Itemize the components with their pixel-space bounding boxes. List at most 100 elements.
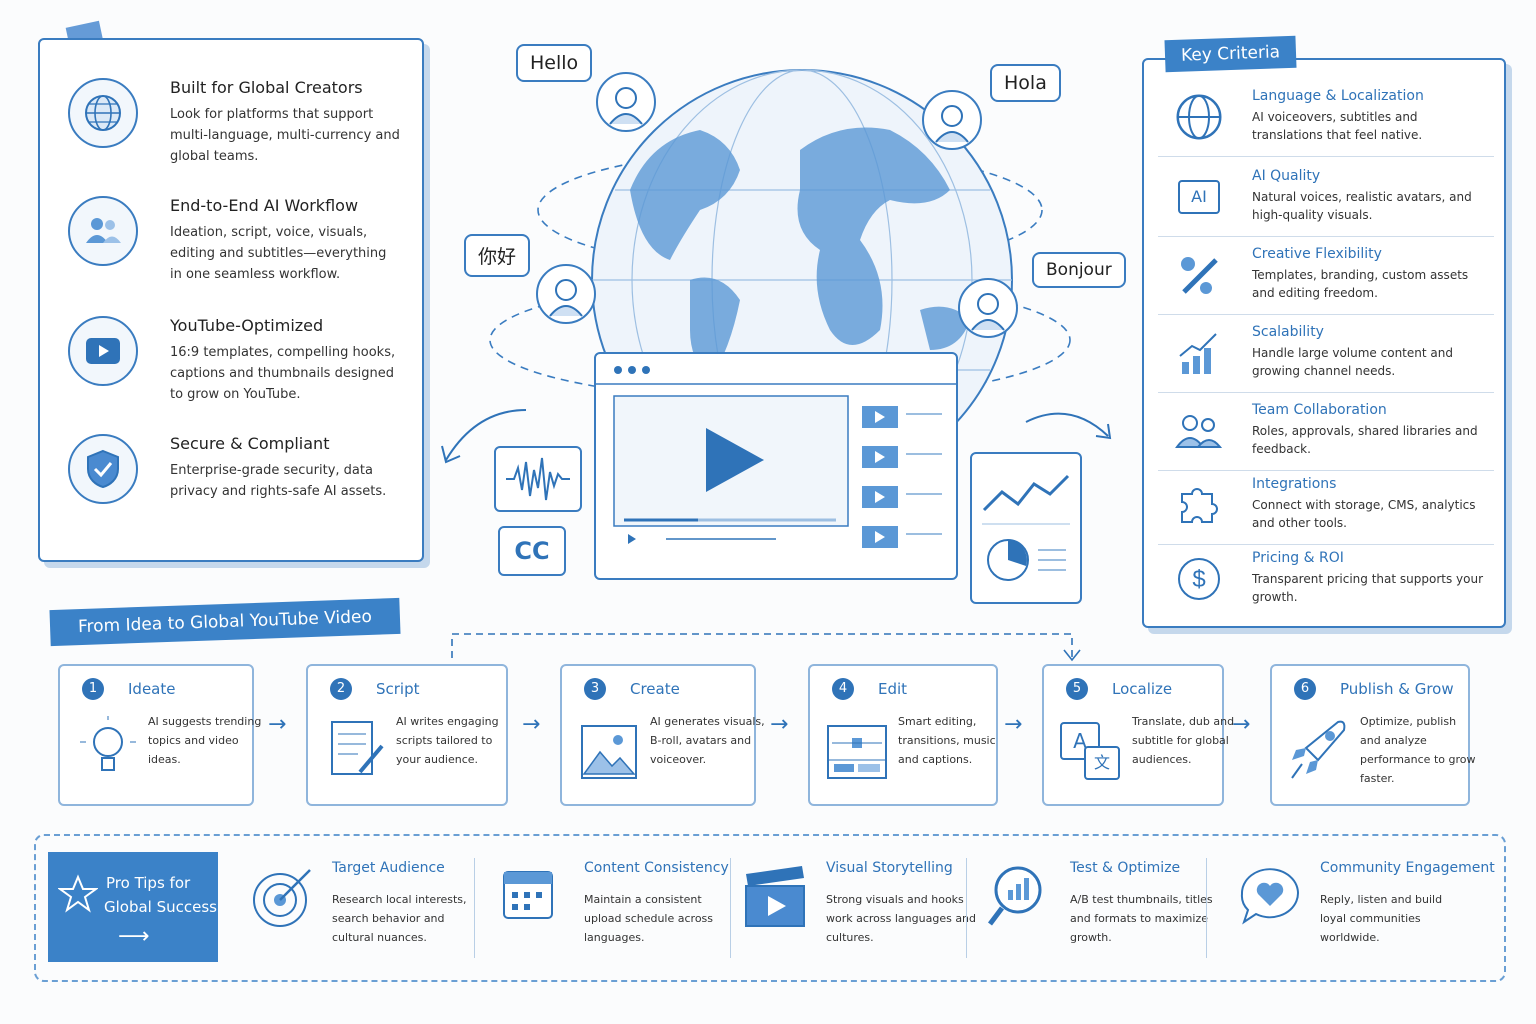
feature-title: Secure & Compliant xyxy=(170,434,330,453)
workflow-title: From Idea to Global YouTube Video xyxy=(49,597,401,647)
avatar-pin-man xyxy=(922,90,982,150)
feature-desc: Enterprise-grade security, data privacy … xyxy=(170,463,387,499)
pro-tips-badge: Pro Tips for Global Success ⟶ xyxy=(48,852,218,962)
criteria-desc: Templates, branding, custom assets and e… xyxy=(1252,268,1469,300)
pro-tips-line2: Global Success xyxy=(104,898,217,916)
arrow-right-icon: ⟶ xyxy=(118,924,150,949)
arrow-right-icon: → xyxy=(770,712,789,737)
growth-chart-icon xyxy=(1172,326,1226,380)
criteria-desc: Connect with storage, CMS, analytics and… xyxy=(1252,498,1476,530)
step-desc: Optimize, publish and analyze performanc… xyxy=(1360,715,1476,785)
divider xyxy=(730,858,731,958)
divider xyxy=(474,858,475,958)
svg-text:$: $ xyxy=(1192,566,1205,593)
criteria-title: AI Quality xyxy=(1252,168,1321,184)
key-criteria-panel: Language & Localization AI voiceovers, s… xyxy=(1142,58,1506,628)
tip-desc: Research local interests, search behavio… xyxy=(332,893,467,944)
waveform-icon xyxy=(494,446,582,512)
curved-arrow-left-icon xyxy=(441,409,527,464)
play-icon xyxy=(68,316,138,386)
criteria-item: Language & Localization AI voiceovers, s… xyxy=(1158,86,1494,157)
feature-desc: Look for platforms that support multi-la… xyxy=(170,107,400,164)
globe-icon xyxy=(68,78,138,148)
criteria-desc: Roles, approvals, shared libraries and f… xyxy=(1252,424,1478,456)
avatar-pin-glasses xyxy=(536,264,596,324)
tip-desc: Strong visuals and hooks work across lan… xyxy=(826,893,977,944)
feature-global-creators: Built for Global Creators Look for platf… xyxy=(68,78,408,188)
step-number: 6 xyxy=(1294,678,1316,700)
arrow-right-icon: → xyxy=(268,712,287,737)
workflow-step-script: 2 Script AI writes engaging scripts tail… xyxy=(306,664,508,806)
avatar xyxy=(549,279,583,317)
video-player-window xyxy=(594,352,958,580)
criteria-desc: Handle large volume content and growing … xyxy=(1252,346,1453,378)
users-icon xyxy=(68,196,138,266)
pencil-tools-icon xyxy=(1172,248,1226,302)
speech-bubble-bonjour: Bonjour xyxy=(1032,252,1126,288)
pro-tips-box xyxy=(34,834,1506,982)
step-title: Script xyxy=(376,680,420,698)
feature-secure: Secure & Compliant Enterprise-grade secu… xyxy=(68,434,408,544)
criteria-item: $ Pricing & ROI Transparent pricing that… xyxy=(1158,548,1494,618)
step-title: Publish & Grow xyxy=(1340,680,1454,698)
divider xyxy=(1206,858,1207,958)
divider xyxy=(966,858,967,958)
dashed-loop-arrow-icon xyxy=(451,633,1081,662)
dollar-icon: $ xyxy=(1172,552,1226,606)
ai-chip-icon: AI xyxy=(1172,170,1226,224)
tip-title: Visual Storytelling xyxy=(826,860,953,876)
avatar-pin-woman-2 xyxy=(958,278,1018,338)
criteria-item: Creative Flexibility Templates, branding… xyxy=(1158,244,1494,315)
ai-chip-label: AI xyxy=(1178,180,1220,214)
step-title: Ideate xyxy=(128,680,176,698)
tip-desc: Maintain a consistent upload schedule ac… xyxy=(584,893,714,944)
tip-test-optimize: Test & Optimize A/B test thumbnails, tit… xyxy=(986,852,1226,962)
step-title: Localize xyxy=(1112,680,1173,698)
feature-desc: Ideation, script, voice, visuals, editin… xyxy=(170,225,387,282)
image-icon xyxy=(581,725,637,779)
shield-check-icon xyxy=(68,434,138,504)
magnifier-chart-icon xyxy=(988,866,1042,926)
star-icon xyxy=(58,874,98,913)
feature-ai-workflow: End-to-End AI Workflow Ideation, script,… xyxy=(68,196,408,306)
avatar xyxy=(935,105,969,143)
criteria-item: Team Collaboration Roles, approvals, sha… xyxy=(1158,400,1494,471)
analytics-card-icon xyxy=(970,452,1082,604)
criteria-title: Language & Localization xyxy=(1252,88,1424,104)
step-number: 1 xyxy=(82,678,104,700)
curved-arrow-right-icon xyxy=(1025,412,1112,440)
criteria-item: AI AI Quality Natural voices, realistic … xyxy=(1158,166,1494,237)
script-pen-icon xyxy=(331,721,384,775)
target-icon xyxy=(253,869,311,927)
key-criteria-title: Key Criteria xyxy=(1164,35,1297,73)
translate-glyph-cjk: 文 xyxy=(1084,746,1120,780)
puzzle-icon xyxy=(1172,478,1226,532)
step-desc: AI writes engaging scripts tailored to y… xyxy=(396,715,499,766)
criteria-title: Pricing & ROI xyxy=(1252,550,1344,566)
criteria-title: Integrations xyxy=(1252,476,1337,492)
globe-icon xyxy=(1172,90,1226,144)
criteria-desc: Natural voices, realistic avatars, and h… xyxy=(1252,190,1472,222)
step-number: 5 xyxy=(1066,678,1088,700)
pro-tips-line1: Pro Tips for xyxy=(106,874,191,892)
arrow-right-icon: → xyxy=(522,712,541,737)
criteria-item: Integrations Connect with storage, CMS, … xyxy=(1158,474,1494,545)
workflow-step-create: 3 Create AI generates visuals, B-roll, a… xyxy=(560,664,765,806)
tip-desc: A/B test thumbnails, titles and formats … xyxy=(1070,893,1213,944)
tip-desc: Reply, listen and build loyal communitie… xyxy=(1320,893,1443,944)
tip-community-engagement: Community Engagement Reply, listen and b… xyxy=(1236,852,1496,962)
step-desc: AI generates visuals, B-roll, avatars an… xyxy=(650,715,765,766)
workflow-step-localize: 5 Localize A 文 Translate, dub and subtit… xyxy=(1042,664,1234,806)
features-panel: Built for Global Creators Look for platf… xyxy=(38,38,424,562)
step-desc: Translate, dub and subtitle for global a… xyxy=(1132,715,1235,766)
tip-content-consistency: Content Consistency Maintain a consisten… xyxy=(500,852,740,962)
heart-chat-icon xyxy=(1240,868,1299,925)
feature-title: End-to-End AI Workflow xyxy=(170,196,359,215)
criteria-item: Scalability Handle large volume content … xyxy=(1158,322,1494,393)
translate-icon: A 文 xyxy=(1060,716,1124,786)
tip-title: Test & Optimize xyxy=(1070,860,1181,876)
criteria-title: Scalability xyxy=(1252,324,1324,340)
step-title: Edit xyxy=(878,680,908,698)
clapperboard-icon xyxy=(745,866,805,927)
speech-bubble-nihao: 你好 xyxy=(464,234,531,277)
